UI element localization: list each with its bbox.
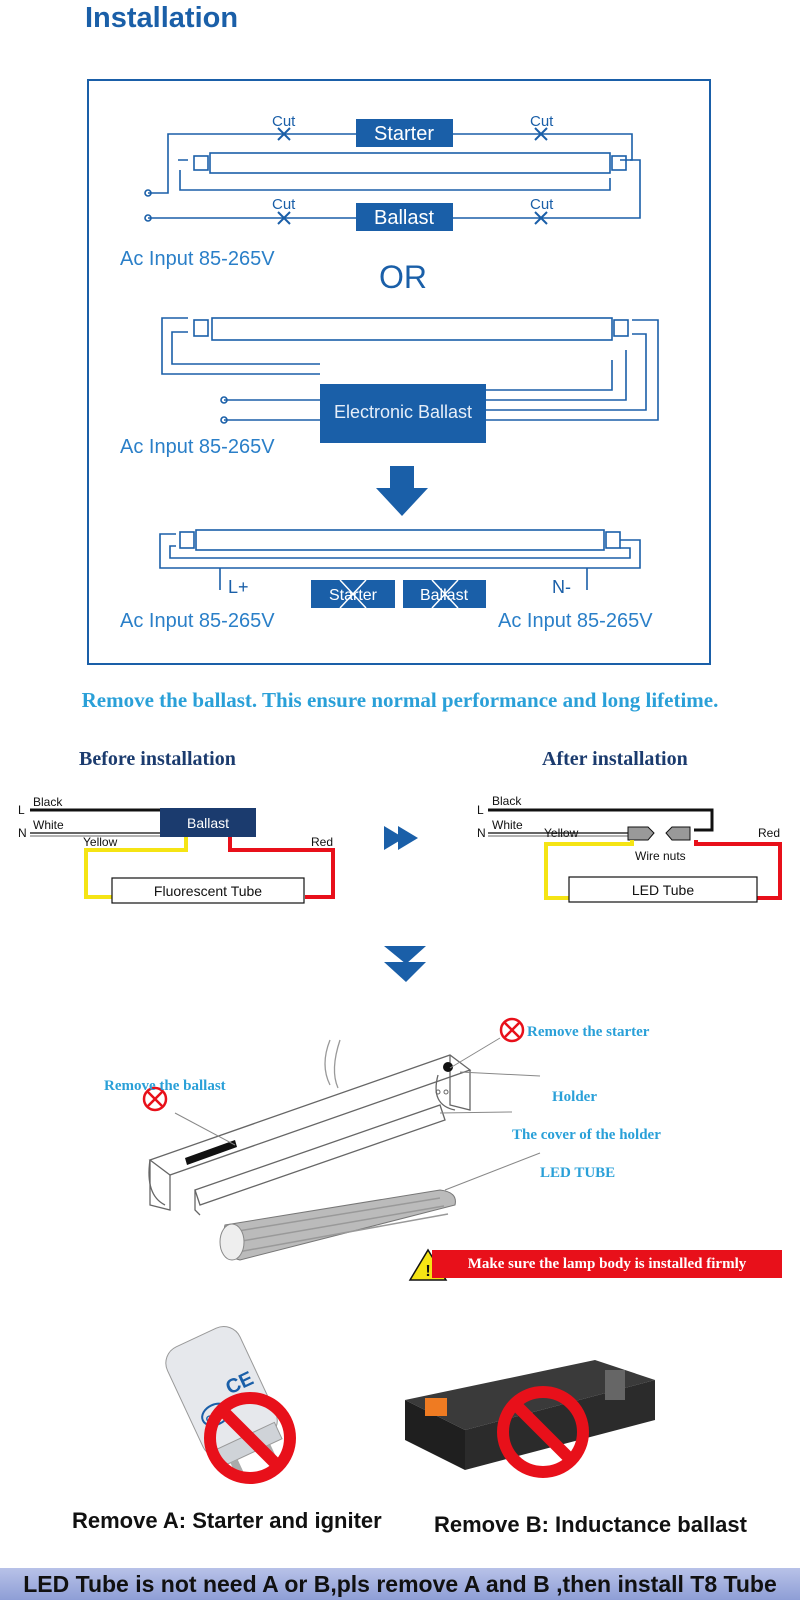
prohibited-icon [204, 1392, 296, 1484]
diagram-frame [87, 79, 711, 665]
wire-nuts-label: Wire nuts [635, 849, 686, 863]
wire-e6 [485, 360, 613, 391]
electronic-ballast-box [320, 384, 486, 443]
wire-f1 [159, 533, 641, 569]
ballast-box [356, 203, 453, 231]
footer-text: LED Tube is not need A or B,pls remove A… [23, 1571, 777, 1597]
cut-label: Cut [530, 196, 554, 213]
ballast-box [160, 808, 256, 837]
red-label: Red [311, 835, 333, 849]
tube-2 [211, 317, 613, 341]
down-arrow-icon [376, 466, 428, 516]
black-label: Black [492, 794, 522, 808]
tube2-cap-right [613, 319, 629, 337]
ac-input-label: Ac Input 85-265V [120, 248, 275, 270]
led-tube [568, 876, 758, 903]
or-label: OR [379, 259, 427, 295]
wire-e1 [161, 317, 320, 375]
tube3-cap-right [605, 531, 621, 549]
led-tube-label: LED TUBE [540, 1165, 616, 1181]
wire-e2 [171, 331, 320, 365]
ballast-label: Ballast [187, 815, 229, 831]
warning-banner: Make sure the lamp body is installed fir… [432, 1250, 782, 1278]
remove-ballast-label: Remove the ballast [104, 1078, 226, 1094]
ac-input-label: Ac Input 85-265V [120, 610, 275, 632]
ac-input-label: Ac Input 85-265V [120, 436, 275, 458]
tube1-cap-left [193, 155, 209, 171]
cut-label: Cut [530, 113, 554, 130]
wiring-diagram: Cut Cut Cut Cut Starter Ballast Ac Input… [87, 79, 711, 665]
ballast-photo [405, 1360, 655, 1478]
terminal-block [425, 1398, 447, 1416]
tube-3 [195, 529, 605, 551]
yellow-label: Yellow [83, 835, 118, 849]
remove-icon [499, 1017, 525, 1043]
white-label: White [492, 818, 523, 832]
remove-b-label: Remove B: Inductance ballast [434, 1512, 747, 1537]
down-arrow-icon [384, 946, 426, 982]
fluorescent-tube-label: Fluorescent Tube [154, 883, 262, 899]
wire-input-2 [224, 399, 320, 421]
after-installation-title: After installation [542, 748, 688, 770]
page-title: Installation [85, 2, 239, 34]
tagline: Remove the ballast. This ensure normal p… [81, 688, 719, 712]
electronic-ballast-label: Electronic Ballast [334, 402, 472, 422]
l-label: L [477, 803, 484, 817]
tube-1 [209, 152, 611, 174]
red-label: Red [758, 826, 780, 840]
l-label: L [18, 803, 25, 817]
cut-label: Cut [272, 196, 296, 213]
wire-nut [665, 826, 691, 841]
tube3-cap-left [179, 531, 195, 549]
led-tube-illustration [219, 1189, 456, 1261]
remove-starter-label: Remove the starter [527, 1024, 650, 1040]
fluorescent-tube [111, 877, 305, 904]
wire-e4 [485, 333, 647, 411]
before-installation-title: Before installation [79, 748, 236, 770]
remove-a-label: Remove A: Starter and igniter [72, 1508, 382, 1533]
before-after-wiring: L N Black White Ballast Yellow Red Fluor… [18, 794, 782, 904]
wire-e5 [485, 350, 627, 401]
holder-cover [194, 1104, 446, 1206]
forward-arrow-icon [384, 826, 418, 850]
wire-f2 [169, 545, 631, 559]
tube1-cap-right [611, 155, 627, 171]
svg-text:!: ! [425, 1263, 430, 1280]
prohibited-icon [497, 1386, 589, 1478]
starter-label: Starter [374, 123, 434, 145]
black-label: Black [33, 795, 63, 809]
tube2-cap-left [193, 319, 209, 337]
holder-label: Holder [552, 1089, 597, 1105]
starter-photo: CQC CE [165, 1326, 296, 1484]
white-label: White [33, 818, 64, 832]
cut-label: Cut [272, 113, 296, 130]
n-label: N [18, 826, 27, 840]
wire-tube-lower [178, 159, 611, 191]
remove-icon [142, 1086, 168, 1112]
wire-f3 [219, 568, 588, 590]
terminal-2 [144, 214, 152, 222]
wire-e3 [485, 319, 659, 421]
crossed-starter-label: Starter [329, 587, 378, 604]
footer-banner [0, 1568, 800, 1600]
n-minus-label: N- [552, 577, 571, 597]
n-label: N [477, 826, 486, 840]
l-plus-label: L+ [228, 577, 249, 597]
led-tube-label: LED Tube [632, 882, 694, 898]
wire-nut [627, 826, 655, 841]
ac-input-label: Ac Input 85-265V [498, 610, 653, 632]
terminal-1 [144, 189, 152, 197]
yellow-label: Yellow [544, 826, 579, 840]
ballast-label: Ballast [374, 207, 434, 229]
starter-box [356, 119, 453, 147]
fixture-illustration: ! [142, 1017, 541, 1281]
cover-label: The cover of the holder [512, 1127, 661, 1143]
